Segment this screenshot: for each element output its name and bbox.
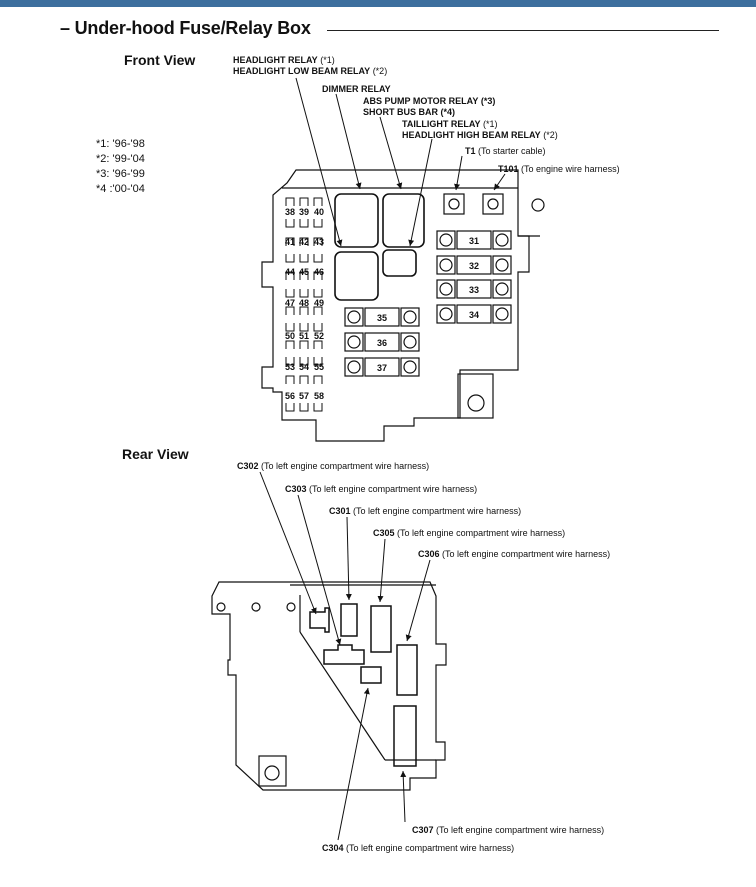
fuse-55: 55 — [314, 362, 324, 372]
fuse-33: 33 — [469, 285, 479, 295]
callout-t1: T1 (To starter cable) — [465, 146, 546, 156]
abs-relay-slot — [334, 251, 379, 301]
fuse-35: 35 — [377, 313, 387, 323]
connector-c306 — [396, 644, 418, 696]
fuse-54: 54 — [299, 362, 309, 372]
short-bus-bar-slot — [382, 249, 417, 277]
fuse-44: 44 — [285, 267, 295, 277]
fuse-46: 46 — [314, 267, 324, 277]
headlight-relay-slot — [334, 193, 379, 248]
fuse-48: 48 — [299, 298, 309, 308]
callout-abs-pump-motor-relay: ABS PUMP MOTOR RELAY (*3) — [363, 96, 496, 106]
callout-c305: C305 (To left engine compartment wire ha… — [373, 528, 566, 538]
fuse-51: 51 — [299, 331, 309, 341]
callout-t101: T101 (To engine wire harness) — [498, 164, 620, 174]
callout-c306: C306 (To left engine compartment wire ha… — [418, 549, 611, 559]
callout-taillight-relay: TAILLIGHT RELAY (*1) — [402, 119, 498, 129]
connector-c305 — [370, 605, 392, 653]
front-view-label: Front View — [124, 52, 196, 68]
footnotes: *1: '96-'98 *2: '99-'04 *3: '96-'99 *4 :… — [96, 137, 145, 197]
connector-c304 — [360, 666, 382, 684]
footnote-1: *1: '96-'98 — [96, 138, 145, 150]
dimmer-relay-slot — [382, 193, 425, 248]
callout-c304: C304 (To left engine compartment wire ha… — [322, 843, 515, 853]
rear-leader-lines — [259, 471, 431, 841]
fuse-36: 36 — [377, 338, 387, 348]
small-fuse-slots — [285, 197, 323, 412]
top-color-bar — [0, 0, 756, 7]
footnote-2: *2: '99-'04 — [96, 153, 145, 165]
fuse-32: 32 — [469, 261, 479, 271]
callout-c303: C303 (To left engine compartment wire ha… — [285, 484, 478, 494]
fuse-50: 50 — [285, 331, 295, 341]
fuse-37: 37 — [377, 363, 387, 373]
fuse-47: 47 — [285, 298, 295, 308]
large-fuses-right — [436, 230, 512, 324]
footnote-4: *4 :'00-'04 — [96, 183, 145, 195]
fuse-38: 38 — [285, 207, 295, 217]
connector-c303 — [323, 644, 365, 665]
fuse-41: 41 — [285, 237, 295, 247]
callout-headlight-high-beam-relay: HEADLIGHT HIGH BEAM RELAY (*2) — [402, 130, 558, 140]
rear-view-label: Rear View — [122, 446, 189, 462]
fuse-40: 40 — [314, 207, 324, 217]
callout-c301: C301 (To left engine compartment wire ha… — [329, 506, 522, 516]
rear-fuse-box — [211, 581, 447, 791]
relay-slots — [334, 193, 425, 301]
connector-c302 — [309, 607, 330, 633]
fuse-42: 42 — [299, 237, 309, 247]
fuse-49: 49 — [314, 298, 324, 308]
callout-headlight-low-beam-relay: HEADLIGHT LOW BEAM RELAY (*2) — [233, 66, 388, 76]
callout-headlight-relay: HEADLIGHT RELAY (*1) — [233, 55, 335, 65]
fuse-39: 39 — [299, 207, 309, 217]
large-fuses-center — [344, 307, 420, 377]
connector-c301 — [340, 603, 358, 637]
fuse-31: 31 — [469, 236, 479, 246]
fuse-34: 34 — [469, 310, 479, 320]
connector-c307 — [393, 705, 417, 767]
fuse-53: 53 — [285, 362, 295, 372]
callout-c302: C302 (To left engine compartment wire ha… — [237, 461, 430, 471]
terminals — [443, 193, 504, 215]
page-title: – Under-hood Fuse/Relay Box — [60, 18, 311, 38]
callout-c307: C307 (To left engine compartment wire ha… — [412, 825, 605, 835]
fuse-52: 52 — [314, 331, 324, 341]
footnote-3: *3: '96-'99 — [96, 168, 145, 180]
fuse-58: 58 — [314, 391, 324, 401]
fuse-57: 57 — [299, 391, 309, 401]
fuse-45: 45 — [299, 267, 309, 277]
title-rule — [327, 30, 719, 31]
front-leader-lines — [295, 77, 506, 247]
fuse-43: 43 — [314, 237, 324, 247]
callout-dimmer-relay: DIMMER RELAY — [322, 84, 391, 94]
callout-short-bus-bar: SHORT BUS BAR (*4) — [363, 107, 456, 117]
fuse-56: 56 — [285, 391, 295, 401]
rear-connectors — [309, 603, 418, 767]
